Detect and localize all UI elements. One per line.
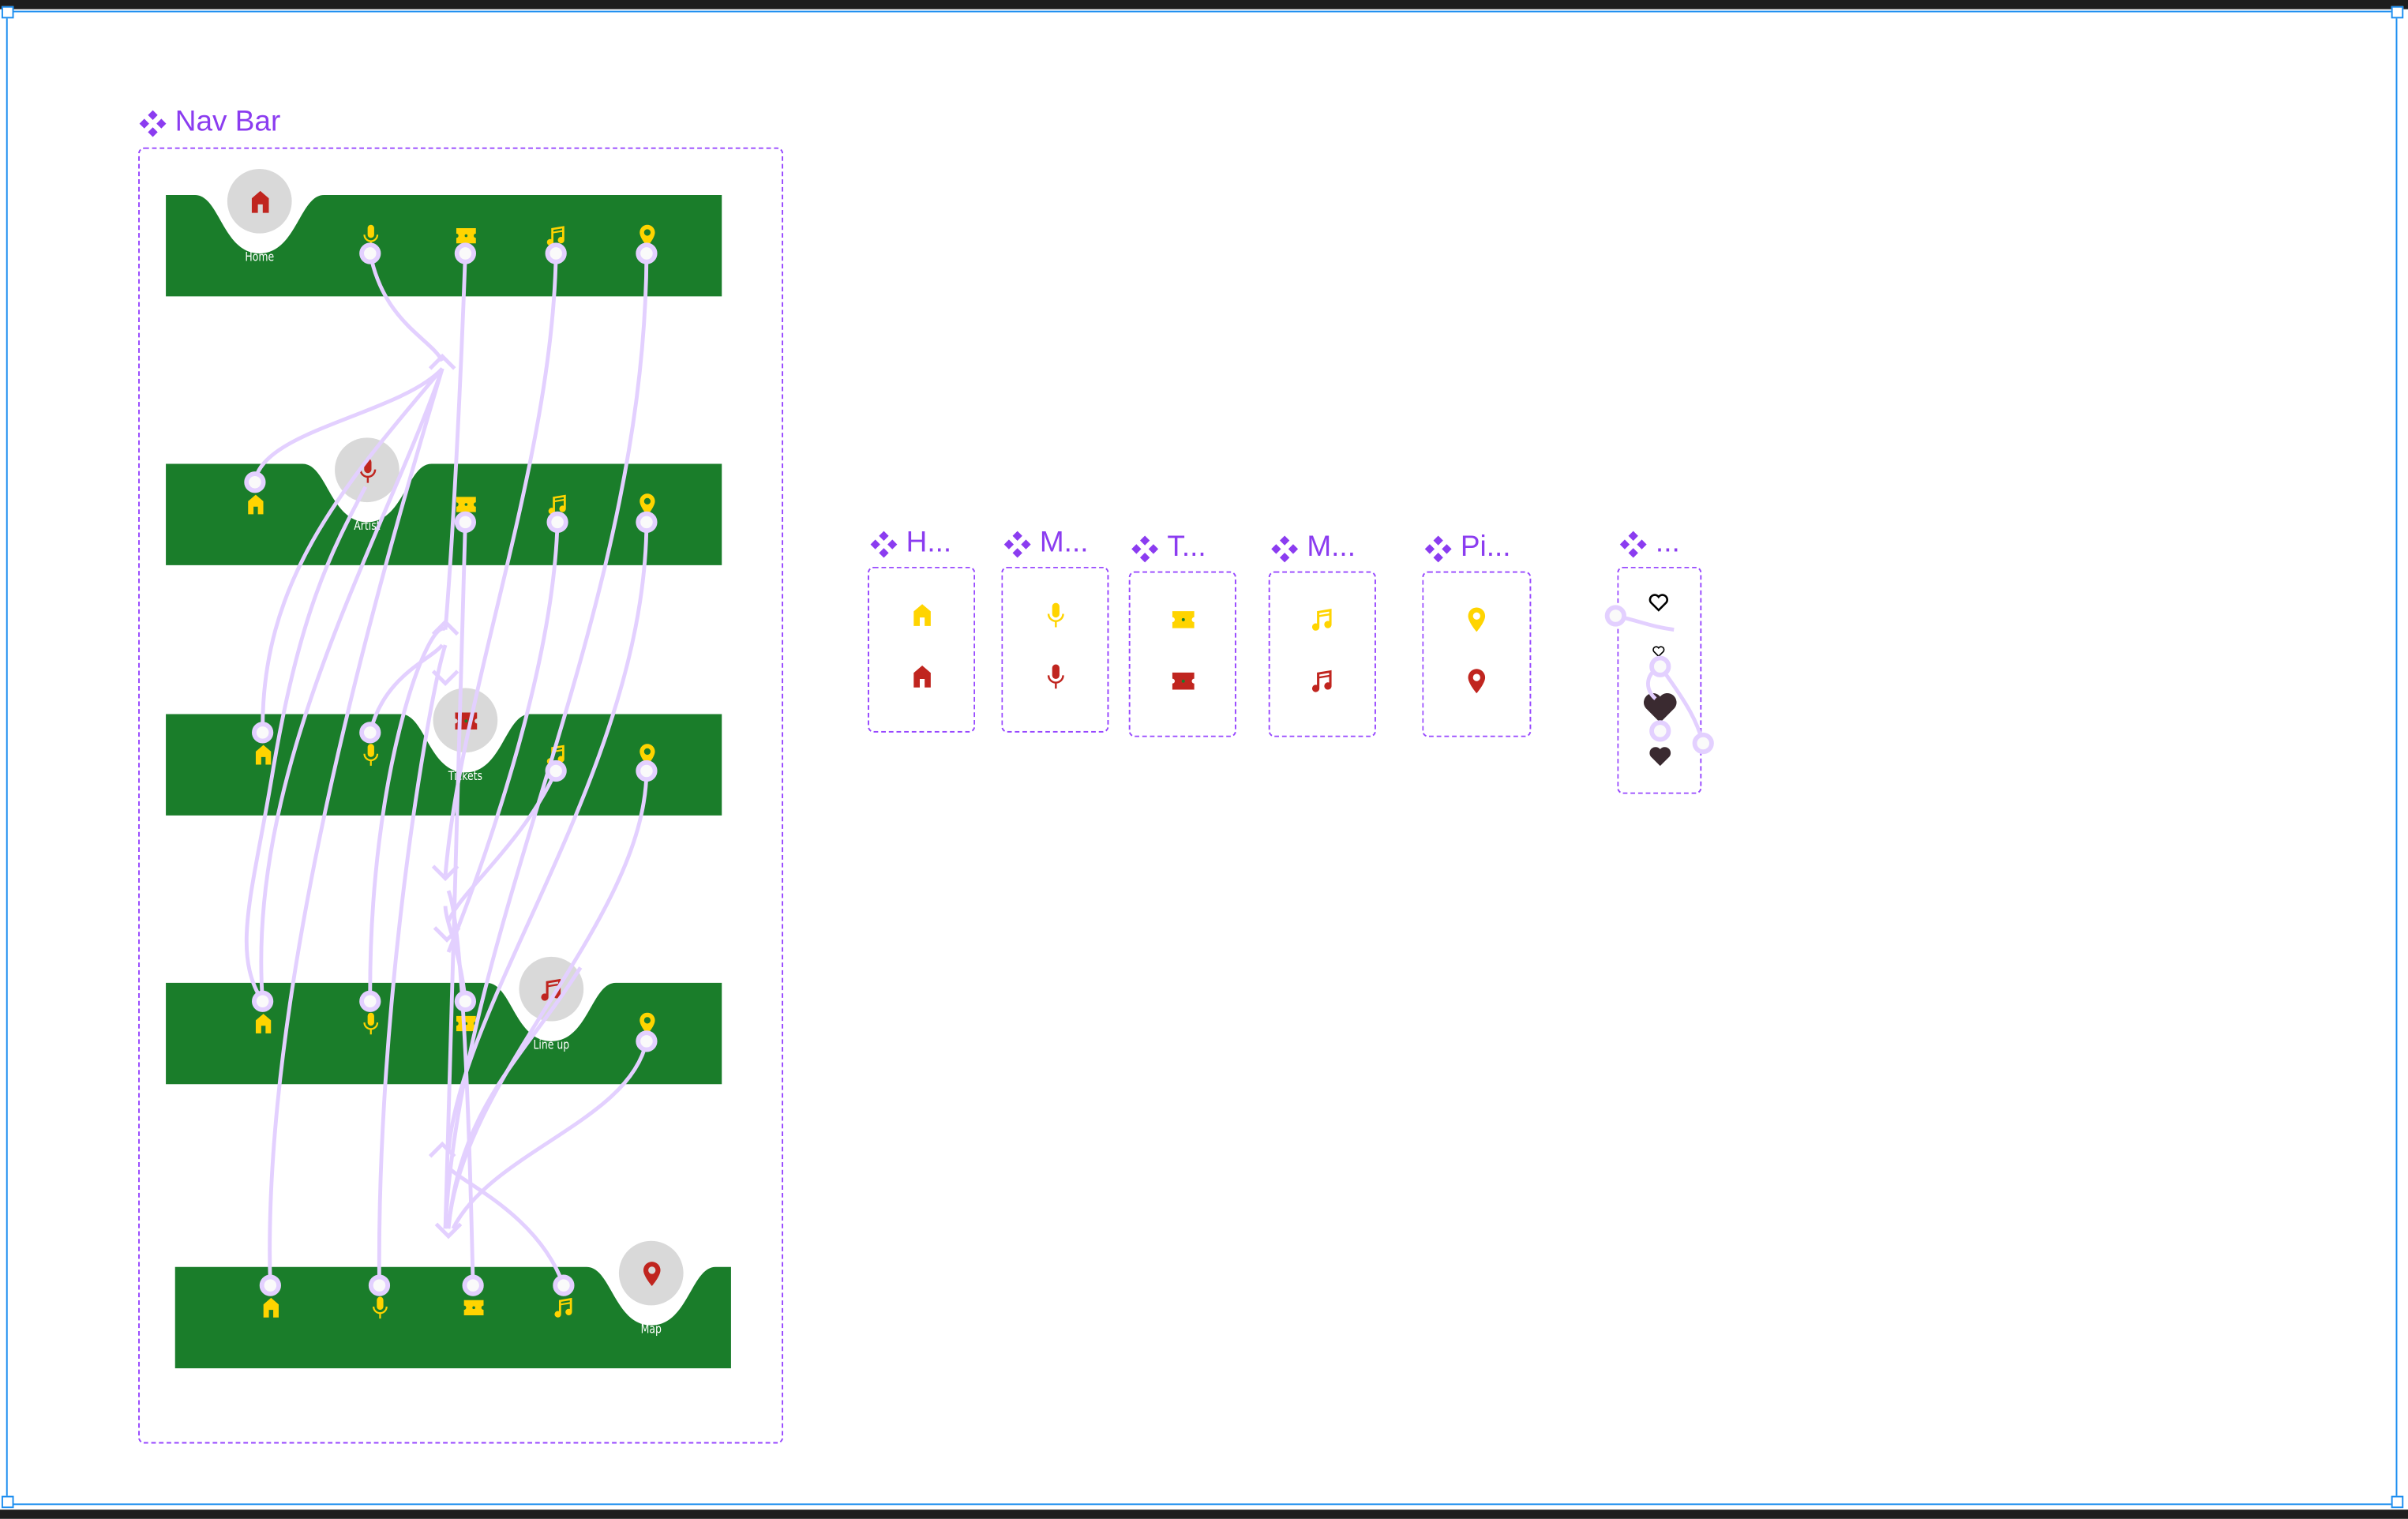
connection-handle[interactable] <box>252 722 274 744</box>
component-set-home[interactable] <box>868 566 976 733</box>
home-icon-active <box>245 186 274 216</box>
component-title-text: M... <box>1039 527 1089 560</box>
active-tab-label: Line up <box>533 1037 570 1052</box>
connection-handle[interactable] <box>1649 655 1671 677</box>
connection-handle[interactable] <box>244 471 266 493</box>
heart-filled-small-icon <box>1646 742 1674 770</box>
mic-icon-active <box>352 456 381 485</box>
component-icon <box>1423 534 1453 563</box>
component-icon <box>869 529 898 558</box>
nav-ticket-icon <box>460 1294 486 1320</box>
pin-icon-active <box>636 1258 666 1288</box>
component-title-text: M... <box>1307 531 1356 564</box>
connection-handle[interactable] <box>359 242 381 264</box>
component-icon <box>138 108 167 137</box>
ticket-icon-red <box>1168 666 1197 695</box>
connection-handle[interactable] <box>454 511 477 533</box>
component-title[interactable]: H... <box>869 527 951 561</box>
bottom-edge <box>0 1510 2408 1519</box>
component-icon <box>1003 529 1032 558</box>
resize-handle-bl[interactable] <box>1 1495 14 1509</box>
active-tab-label: Map <box>640 1322 662 1337</box>
connection-handle[interactable] <box>636 1030 658 1052</box>
connection-handle[interactable] <box>636 511 658 533</box>
connection-handle[interactable] <box>553 1274 575 1296</box>
nav-ticket-icon <box>452 1010 478 1036</box>
mic-icon-red <box>1041 661 1070 690</box>
active-tab-label: Tickets <box>448 769 483 784</box>
connection-handle[interactable] <box>462 1274 484 1296</box>
component-icon <box>1131 534 1160 563</box>
active-tab-label: Home <box>245 250 275 264</box>
active-tab-label: Artist <box>354 519 381 533</box>
connection-handle[interactable] <box>454 990 477 1012</box>
music-icon-red <box>1307 666 1337 695</box>
component-title[interactable]: T... <box>1131 531 1206 565</box>
pin-icon-yellow <box>1462 604 1491 633</box>
navbar-component-title[interactable]: Nav Bar <box>138 106 280 140</box>
connection-handle[interactable] <box>636 760 658 782</box>
music-icon-active <box>537 974 566 1003</box>
nav-mic-icon <box>357 1010 383 1036</box>
resize-handle-br[interactable] <box>2391 1495 2404 1509</box>
heart-outline-icon <box>1646 590 1671 614</box>
nav-home-icon <box>249 1010 276 1036</box>
connection-handle[interactable] <box>259 1274 281 1296</box>
navbar-component-set[interactable] <box>138 147 784 1444</box>
connection-handle[interactable] <box>1604 605 1626 627</box>
connection-handle[interactable] <box>545 760 567 782</box>
connection-handle[interactable] <box>359 990 381 1012</box>
top-edge <box>0 0 2408 9</box>
component-set-mic[interactable] <box>1001 566 1109 733</box>
nav-mic-icon <box>357 741 383 767</box>
music-icon-yellow <box>1307 604 1337 633</box>
resize-handle-tr[interactable] <box>2391 6 2404 19</box>
connection-handle[interactable] <box>1692 732 1714 755</box>
ticket-icon-yellow <box>1168 604 1197 633</box>
connection-handle[interactable] <box>359 722 381 744</box>
component-title[interactable]: Pi... <box>1423 531 1511 565</box>
connection-handle[interactable] <box>545 242 567 264</box>
resize-handle-tl[interactable] <box>1 6 14 19</box>
home-icon-yellow <box>907 600 936 629</box>
connection-handle[interactable] <box>636 242 658 264</box>
navbar-title-text: Nav Bar <box>174 106 281 139</box>
ticket-icon-active <box>451 706 480 735</box>
component-title[interactable]: ... <box>1618 527 1680 561</box>
connection-handle[interactable] <box>546 511 568 533</box>
nav-home-icon <box>257 1294 283 1320</box>
connection-handle[interactable] <box>454 242 477 264</box>
component-title-text: ... <box>1655 527 1680 560</box>
pin-icon-red <box>1462 666 1491 695</box>
nav-home-icon <box>242 490 268 516</box>
component-title-text: T... <box>1167 531 1206 564</box>
component-title-text: Pi... <box>1460 531 1511 564</box>
component-title[interactable]: M... <box>1003 527 1089 561</box>
component-set-pin[interactable] <box>1422 571 1532 737</box>
home-icon-red <box>907 661 936 690</box>
component-set-ticket[interactable] <box>1128 571 1236 737</box>
connection-handle[interactable] <box>1649 720 1671 742</box>
nav-mic-icon <box>366 1294 392 1320</box>
nav-music-icon <box>550 1294 576 1320</box>
nav-home-icon <box>249 741 276 767</box>
component-title-text: H... <box>906 527 952 560</box>
navbar-background <box>174 1266 731 1369</box>
component-title[interactable]: M... <box>1270 531 1356 565</box>
component-icon <box>1270 534 1300 563</box>
connection-handle[interactable] <box>252 990 274 1012</box>
selection-frame[interactable] <box>6 10 2398 1506</box>
connection-handle[interactable] <box>368 1274 391 1296</box>
component-set-music[interactable] <box>1268 571 1376 737</box>
mic-icon-yellow <box>1041 600 1070 629</box>
component-icon <box>1618 529 1648 558</box>
